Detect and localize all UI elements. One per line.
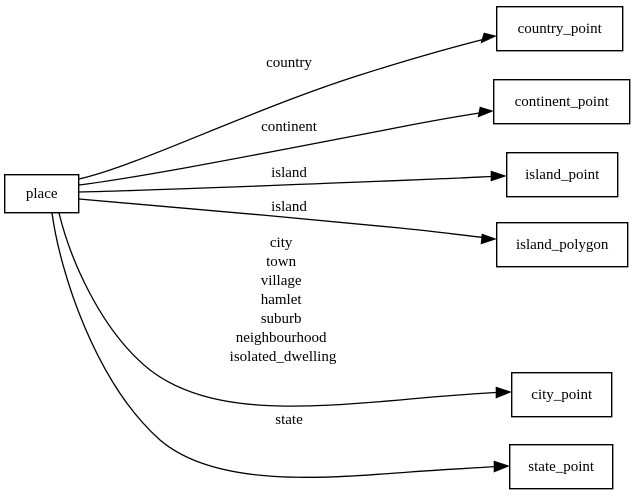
node-state-point-box — [509, 444, 614, 490]
node-island-polygon-box — [496, 221, 629, 268]
node-state-point-label: state_point — [528, 459, 595, 475]
edge-label-continent: continent — [261, 119, 318, 135]
edge-island-polygon-arrowhead — [480, 233, 497, 245]
edge-country-arrowhead — [480, 32, 497, 44]
node-continent-point[interactable]: continent_point — [493, 78, 631, 125]
edge-label-city-line-3: hamlet — [261, 292, 303, 308]
edge-continent-arrowhead — [477, 106, 494, 118]
edge-island-polygon[interactable] — [78, 198, 497, 245]
node-island-point[interactable]: island_point — [506, 151, 619, 198]
edge-country-path — [78, 37, 490, 180]
edge-city-arrowhead — [495, 386, 512, 399]
node-city-point-label: city_point — [531, 387, 593, 403]
node-country-point-box — [496, 5, 624, 52]
node-place-label: place — [26, 186, 58, 202]
node-place[interactable]: place — [3, 173, 80, 214]
edge-label-country: country — [266, 55, 312, 71]
edge-label-city-line-4: suburb — [261, 311, 302, 327]
node-city-point[interactable]: city_point — [511, 372, 613, 418]
node-island-polygon-label: island_polygon — [516, 237, 609, 253]
edge-continent[interactable] — [78, 106, 494, 186]
edge-island-polygon-path — [78, 198, 490, 239]
nodes-layer: place country_point continent_point isla… — [3, 5, 631, 490]
node-continent-point-label: continent_point — [515, 94, 610, 110]
edge-label-city-line-1: town — [266, 254, 297, 270]
node-continent-point-box — [493, 78, 631, 125]
edge-labels-layer: country continent island island city tow… — [230, 55, 337, 428]
edge-label-city-line-6: isolated_dwelling — [230, 349, 337, 365]
node-state-point[interactable]: state_point — [509, 444, 614, 490]
node-island-point-label: island_point — [525, 167, 600, 183]
edges-layer — [51, 32, 512, 478]
edge-label-city-line-0: city — [270, 235, 293, 251]
edge-label-city-line-5: neighbourhood — [236, 330, 327, 346]
node-country-point-label: country_point — [518, 21, 603, 37]
edge-label-island-point: island — [271, 165, 307, 181]
edge-island-point[interactable] — [78, 170, 507, 193]
edge-country[interactable] — [78, 32, 497, 180]
node-island-point-box — [506, 151, 619, 198]
edge-continent-path — [78, 111, 487, 186]
node-city-point-box — [511, 372, 613, 418]
edge-island-point-path — [78, 175, 500, 193]
edge-state-path — [51, 212, 503, 478]
node-place-box — [3, 173, 80, 214]
edge-state[interactable] — [51, 212, 510, 478]
edge-label-island-polygon: island — [271, 199, 307, 215]
node-country-point[interactable]: country_point — [496, 5, 624, 52]
edge-state-arrowhead — [493, 460, 510, 473]
edge-label-city-multiline: city town village hamlet suburb neighbou… — [230, 235, 337, 365]
edge-label-city-line-2: village — [261, 273, 302, 289]
edge-island-point-arrowhead — [490, 170, 507, 182]
edge-city-path — [58, 212, 505, 407]
edge-city[interactable] — [58, 212, 512, 407]
node-island-polygon[interactable]: island_polygon — [496, 221, 629, 268]
edge-label-state: state — [275, 412, 303, 428]
